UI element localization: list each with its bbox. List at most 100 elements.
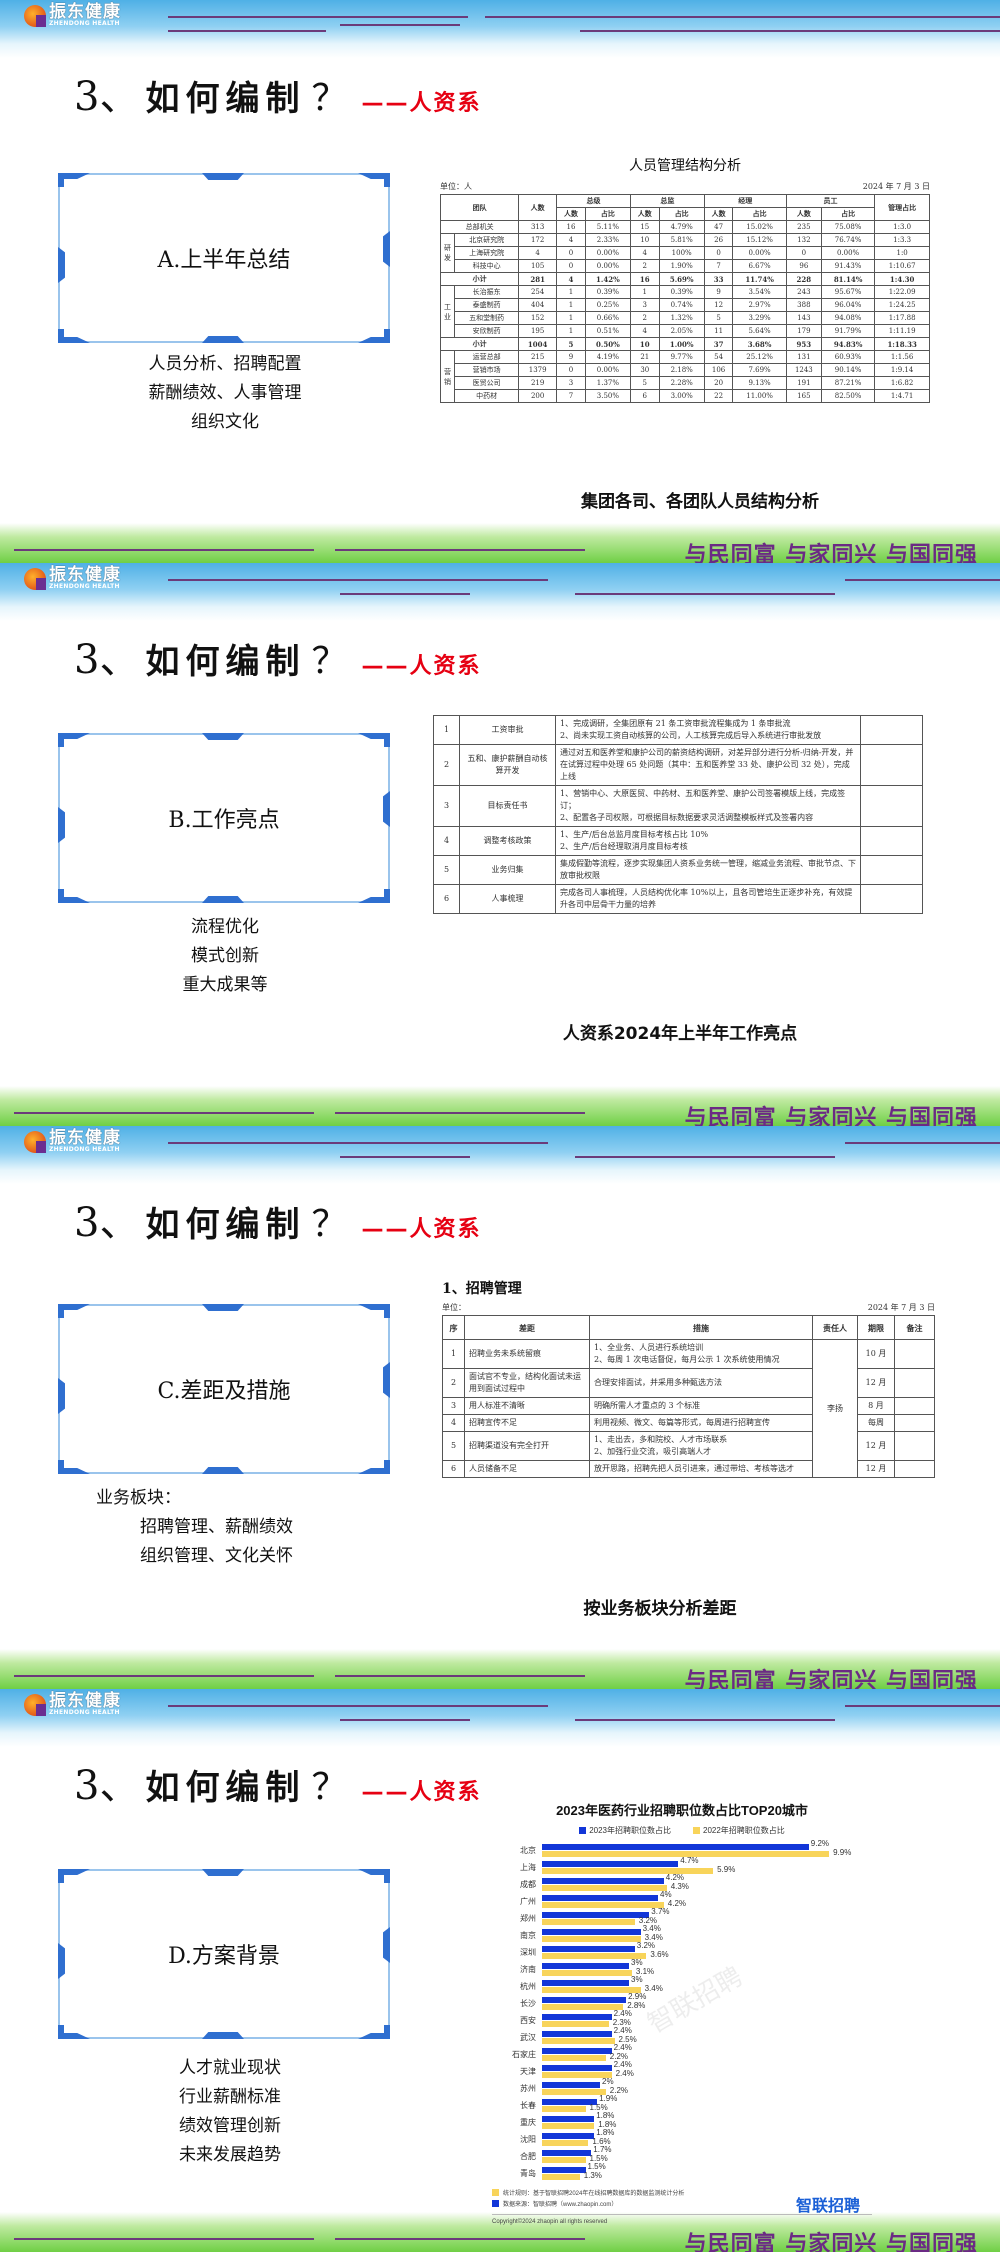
doc-date: 2024 年 7 月 3 日: [862, 182, 930, 191]
footer-banner: 与民同富 与家同兴 与国同强: [0, 1086, 1000, 1126]
table-row: 2 五和、康护薪酬自动核算开发 通过对五和医养堂和康护公司的薪资结构调研，对差异…: [433, 744, 923, 786]
chart-legend: 2023年招聘职位数占比 2022年招聘职位数占比: [492, 1825, 872, 1836]
table-row: 6 人事梳理 完成各司人事梳理，人员结构优化率 10%以上，且各司管培生正逐步补…: [433, 884, 923, 914]
gap-table: 序差距 措施责任人 期限备注 1 招聘业务未系统留痕 1、全业务、人员进行系统培…: [442, 1315, 935, 1478]
chart-row: 长沙 2.9% 2.8%: [520, 1992, 647, 2010]
header-banner: 振东健康 ZHENDONG HEALTH: [0, 563, 1000, 621]
slide-d-background: 振东健康 ZHENDONG HEALTH 3、 如何编制 ？ ——人资系 D.方…: [0, 1689, 1000, 2252]
section-label: A.上半年总结: [157, 248, 291, 273]
chart-row: 郑州 3.7% 3.2%: [520, 1907, 670, 1925]
slide-a-half-year-summary: 振东健康 ZHENDONG HEALTH 3、 如何编制 ？ ——人资系 A.上…: [0, 0, 1000, 563]
section-label: B.工作亮点: [168, 808, 280, 833]
slide-title: 3、 如何编制 ？ ——人资系: [74, 1763, 482, 1809]
chart-footer: 统计规则：基于智联招聘2024年在线招聘数据库的数据监测统计分析 数据来源：智联…: [492, 2188, 872, 2215]
topic-list: 流程优化 模式创新 重大成果等: [182, 917, 268, 995]
topic-list: 业务板块： 招聘管理、薪酬绩效 组织管理、文化关怀: [96, 1488, 293, 1566]
scroll-decoration: [168, 16, 468, 18]
header-banner: 振东健康 ZHENDONG HEALTH: [0, 1689, 1000, 1747]
table-caption: 按业务板块分析差距: [583, 1599, 737, 1619]
footer-banner: 与民同富 与家同兴 与国同强: [0, 2212, 1000, 2252]
chart-row: 上海 4.7% 5.9%: [520, 1856, 736, 1874]
table-row: 6 人员储备不足 放开思路，招聘先把人员引进来，通过带培、考核等选才 12 月: [442, 1460, 935, 1478]
logo-mark-icon: [24, 1693, 46, 1716]
logo-mark-icon: [24, 567, 46, 590]
table-caption: 人资系2024年上半年工作亮点: [562, 1024, 798, 1044]
footer-banner: 与民同富 与家同兴 与国同强: [0, 523, 1000, 563]
chart-row: 长春 1.9% 1.5%: [520, 2094, 618, 2112]
logo-cn: 振东健康: [49, 2, 121, 22]
chart-row: 石家庄 2.4% 2.2%: [512, 2043, 632, 2061]
company-logo: 振东健康 ZHENDONG HEALTH: [24, 1130, 121, 1153]
company-motto: 与民同富 与家同兴 与国同强: [684, 543, 978, 563]
chart-row: 南京 3.4% 3.4%: [520, 1924, 663, 1942]
chart-row: 天津 2.4% 2.4%: [520, 2060, 634, 2078]
scroll-decoration: [340, 24, 460, 26]
table-row: 1 工资审批 1、完成调研，全集团原有 21 条工资审批流程集成为 1 条审批流…: [433, 715, 923, 745]
chart-title: 2023年医药行业招聘职位数占比TOP20城市: [556, 1803, 808, 1818]
logo-en: ZHENDONG HEALTH: [49, 20, 120, 27]
gap-analysis-doc: 1、招聘管理 单位： 2024 年 7 月 3 日 序差距 措施责任人 期限备注…: [442, 1278, 935, 1478]
zhaopin-logo: 智联招聘: [795, 2198, 860, 2215]
table-row: 4 招聘宣传不足 利用视频、微文、每篇等形式，每周进行招聘宣传 每周: [442, 1414, 935, 1432]
table-row: 5 招聘渠道没有完全打开 1、走出去，多和院校、人才市场联系 2、加强行业交流，…: [442, 1431, 935, 1461]
slide-b-highlights: 振东健康 ZHENDONG HEALTH 3、 如何编制 ？ ——人资系 B.工…: [0, 563, 1000, 1126]
topic-list: 人才就业现状 行业薪酬标准 绩效管理创新 未来发展趋势: [179, 2058, 281, 2165]
table-row: 4 调整考核政策 1、生产/后台总监月度目标考核占比 10% 2、生产/后台经理…: [433, 826, 923, 856]
topic-list: 人员分析、招聘配置 薪酬绩效、人事管理 组织文化: [148, 354, 302, 432]
table-row: 3 用人标准不清晰 明确所需人才重点的 3 个标准 8 月: [442, 1397, 935, 1415]
chart-row: 济南 3% 3.1%: [520, 1958, 655, 1976]
chart-row: 杭州 3% 3.4%: [520, 1975, 663, 1993]
slide-title: 3、 如何编制 ？ ——人资系: [74, 637, 482, 683]
table-row: 1 招聘业务未系统留痕 1、全业务、人员进行系统培训 2、每周 1 次电话督促，…: [442, 1339, 935, 1478]
highlights-table: 1 工资审批 1、完成调研，全集团原有 21 条工资审批流程集成为 1 条审批流…: [433, 715, 923, 914]
doc-title: 1、招聘管理: [442, 1281, 522, 1297]
logo-mark-icon: [24, 1130, 46, 1153]
section-frame: B.工作亮点: [58, 733, 390, 903]
doc-title: 人员管理结构分析: [629, 158, 741, 174]
scroll-decoration: [580, 30, 1000, 32]
company-logo: 振东健康 ZHENDONG HEALTH: [24, 567, 121, 590]
structure-table: 团队 人数 总级 总监 经理 员工 管理占比 人数占比 人数占比 人数占比 人数…: [440, 194, 930, 403]
table-caption: 集团各司、各团队人员结构分析: [581, 492, 819, 512]
chart-row: 成都 4.2% 4.3%: [520, 1873, 689, 1891]
highlights-doc: 1 工资审批 1、完成调研，全集团原有 21 条工资审批流程集成为 1 条审批流…: [433, 715, 923, 914]
chart-bars: 北京 9.2% 9.9% 上海 4.7% 5.9% 成都 4.2% 4.3%: [492, 1839, 872, 2182]
footer-banner: 与民同富 与家同兴 与国同强: [0, 1649, 1000, 1689]
section-label: D.方案背景: [168, 1944, 280, 1969]
slide-title: 3、 如何编制 ？ ——人资系: [74, 74, 482, 120]
section-frame: C.差距及措施: [58, 1304, 390, 1474]
table-row: 2 面试官不专业，结构化面试未运用到面试过程中 合理安排面试，并采用多种甄选方法…: [442, 1368, 935, 1398]
chart-row: 合肥 1.7% 1.5%: [520, 2145, 612, 2163]
chart-row: 青岛 1.5% 1.3%: [520, 2162, 606, 2180]
table-row: 5 业务归集 集成假勤等流程，逐步实现集团人资系业务统一管理，缩减业务流程、审批…: [433, 855, 923, 885]
logo-mark-icon: [24, 4, 46, 27]
copyright: Copyright©2024 zhaopin all rights reserv…: [492, 2219, 608, 2225]
scroll-decoration: [168, 30, 326, 32]
header-banner: 振东健康 ZHENDONG HEALTH: [0, 0, 1000, 58]
slide-title: 3、 如何编制 ？ ——人资系: [74, 1200, 482, 1246]
header-banner: 振东健康 ZHENDONG HEALTH: [0, 1126, 1000, 1184]
chart-row: 重庆 1.8% 1.8%: [520, 2111, 617, 2129]
chart-row: 沈阳 1.8% 1.6%: [520, 2128, 615, 2146]
city-recruitment-chart: 智联招聘 2023年医药行业招聘职位数占比TOP20城市 2023年招聘职位数占…: [492, 1800, 872, 2225]
legend-2023: 2023年招聘职位数占比: [579, 1825, 671, 1836]
chart-row: 北京 9.2% 9.9%: [520, 1839, 852, 1857]
doc-unit: 单位：人: [440, 182, 472, 191]
table-row: 3 目标责任书 1、营销中心、大原医贸、中药材、五和医养堂、康护公司签署模版上线…: [433, 785, 923, 827]
company-logo: 振东健康 ZHENDONG HEALTH: [24, 4, 121, 27]
section-frame: D.方案背景: [58, 1869, 390, 2039]
slide-c-gaps-measures: 振东健康 ZHENDONG HEALTH 3、 如何编制 ？ ——人资系 C.差…: [0, 1126, 1000, 1689]
legend-2022: 2022年招聘职位数占比: [693, 1825, 785, 1836]
